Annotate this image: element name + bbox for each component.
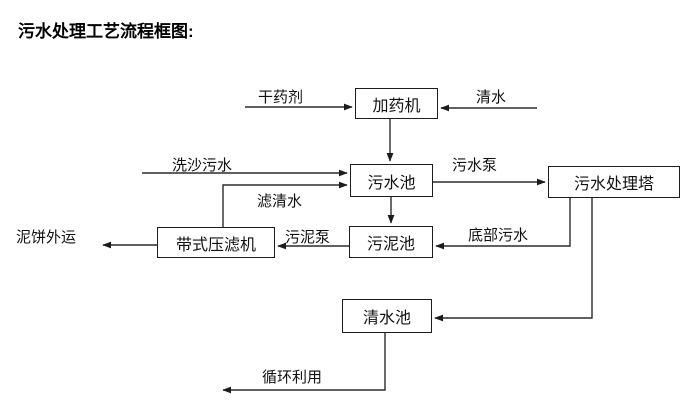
label-mud-cake-out: 泥饼外运	[16, 229, 77, 246]
label-sand-washing-sewage: 洗沙污水	[172, 157, 233, 174]
node-dosing-machine: 加药机	[355, 88, 438, 119]
label-dry-chemical: 干药剂	[258, 89, 304, 106]
node-sewage-pool: 污水池	[350, 164, 433, 197]
label-clean-water: 清水	[476, 89, 507, 106]
node-sewage-treatment-tower: 污水处理塔	[548, 166, 680, 198]
label-recycling: 循环利用	[262, 369, 323, 386]
label-filtered-water: 滤清水	[257, 193, 303, 210]
edge-bottom-sewage-to-sludge-pool	[435, 198, 571, 250]
label-bottom-sewage: 底部污水	[468, 227, 529, 244]
label-sludge-pump: 污泥泵	[285, 229, 331, 246]
edge-tower-to-clean-pool	[434, 198, 593, 322]
edge-filtered-water-to-sewage-pool	[222, 181, 348, 227]
label-sewage-pump: 污水泵	[452, 157, 498, 174]
node-belt-filter-press: 带式压滤机	[157, 227, 275, 258]
diagram-title: 污水处理工艺流程框图:	[18, 22, 194, 41]
node-clean-water-pool: 清水池	[342, 299, 432, 333]
node-sludge-pool: 污泥池	[349, 226, 433, 258]
edge-clean-pool-to-recycling	[222, 333, 386, 394]
